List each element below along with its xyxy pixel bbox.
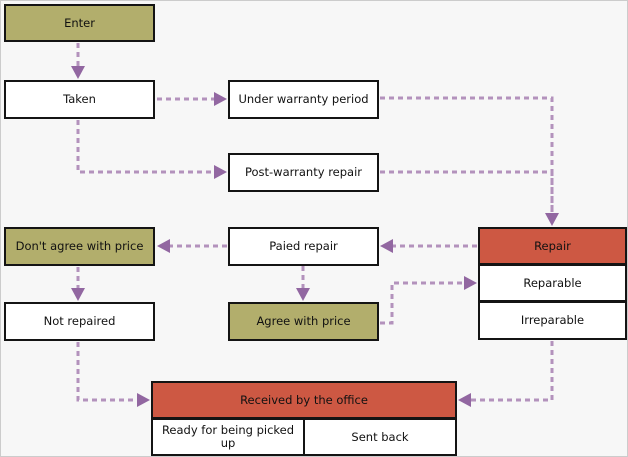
node-received-by-the-office: Received by the office [151, 381, 457, 419]
edge-postwarranty-repair [380, 170, 554, 213]
edge-paied-dontagree-arrowhead [157, 239, 170, 253]
node-paied-repair: Paied repair [228, 227, 379, 266]
node-taken: Taken [4, 80, 155, 119]
node-sent-back: Sent back [303, 418, 457, 456]
node-not-repaired: Not repaired [4, 302, 155, 341]
edge-agree-reparable-arrowhead [464, 276, 477, 290]
edge-notrepaired-received-arrowhead [137, 393, 150, 407]
node-irreparable: Irreparable [478, 301, 627, 340]
node-dont-agree-with-price: Don't agree with price [4, 227, 155, 266]
edge-paied-agree-arrowhead [296, 288, 310, 301]
edge-irreparable-received [471, 341, 554, 402]
edge-notrepaired-received [76, 342, 137, 402]
edge-irreparable-received-arrowhead [458, 393, 471, 407]
edge-taken-postwarranty-arrowhead [214, 165, 227, 179]
edge-agree-reparable [380, 281, 464, 325]
node-agree-with-price: Agree with price [228, 302, 379, 341]
edge-taken-postwarranty [76, 120, 214, 174]
node-repair: Repair [478, 227, 627, 265]
edge-underwarranty-repair [380, 96, 554, 213]
node-reparable: Reparable [478, 264, 627, 302]
node-ready-for-being-picked-up: Ready for being picked up [151, 418, 305, 456]
edge-dontagree-notrepaired-arrowhead [71, 288, 85, 301]
node-under-warranty-period: Under warranty period [228, 80, 379, 119]
edge-taken-underwarranty-arrowhead [214, 92, 227, 106]
node-enter: Enter [4, 4, 155, 42]
edge-enter-taken-arrowhead [71, 66, 85, 79]
node-post-warranty-repair: Post-warranty repair [228, 153, 379, 192]
edge-repair-paied-arrowhead [380, 239, 393, 253]
edge-underwarranty-repair-arrowhead [545, 213, 559, 226]
